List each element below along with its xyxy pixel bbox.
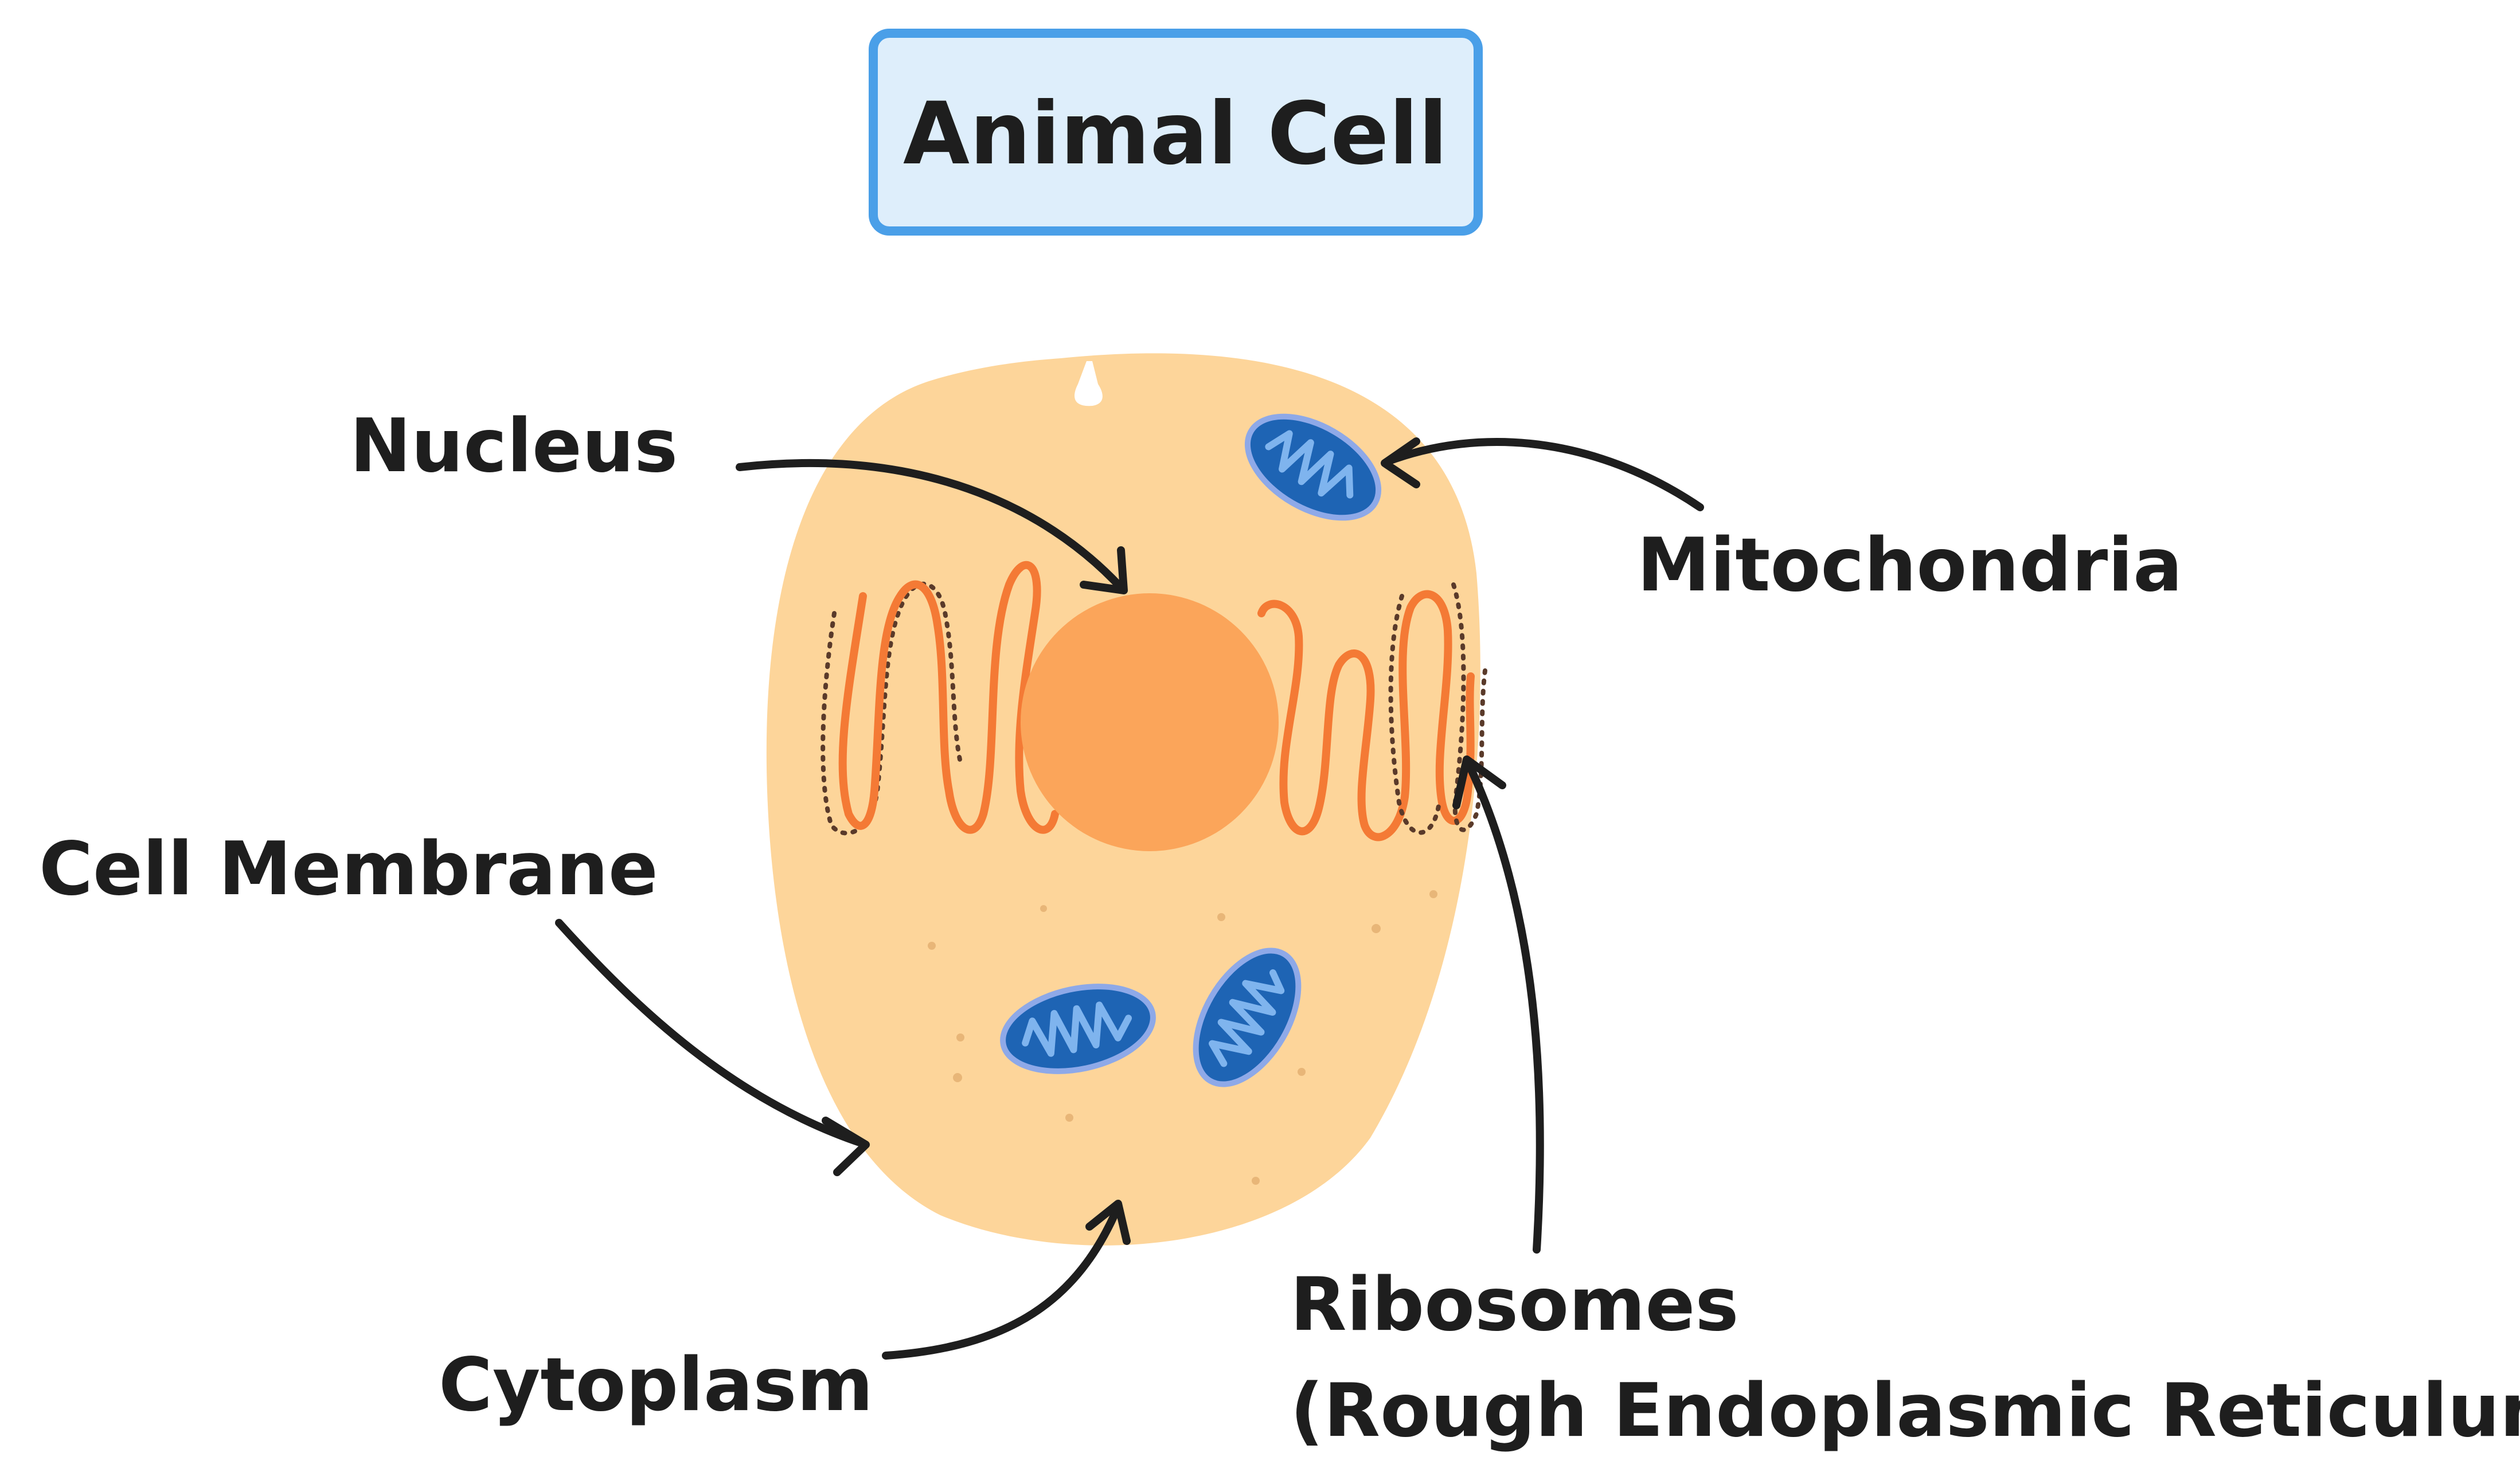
label-mitochondria: Mitochondria <box>1637 523 2182 608</box>
arrow-cytoplasm <box>882 1200 1131 1360</box>
diagram-title: Animal Cell <box>903 84 1448 184</box>
label-nucleus: Nucleus <box>350 404 678 489</box>
mitochondrion-bottom-right <box>1193 947 1302 1087</box>
rough-er-left <box>821 561 1059 836</box>
arrow-mitochondria <box>1381 437 1704 511</box>
membrane-notch <box>1075 361 1103 406</box>
cytoplasm-specks <box>928 890 1437 1185</box>
title-box: Animal Cell <box>869 29 1483 236</box>
label-cell-membrane: Cell Membrane <box>39 827 658 912</box>
label-ribosomes-line1: Ribosomes <box>1290 1262 1739 1348</box>
mitochondrion-bottom-left <box>1000 984 1156 1074</box>
nucleus-shape <box>1021 593 1279 851</box>
label-ribosomes-line2: (Rough Endoplasmic Reticulum) <box>1290 1368 2520 1454</box>
arrow-ribosomes <box>1452 755 1544 1254</box>
label-cytoplasm: Cytoplasm <box>439 1342 873 1428</box>
arrow-cell-membrane <box>555 919 870 1176</box>
mitochondrion-top <box>1244 413 1382 521</box>
arrow-nucleus <box>736 459 1128 594</box>
rough-er-right <box>1257 582 1487 841</box>
